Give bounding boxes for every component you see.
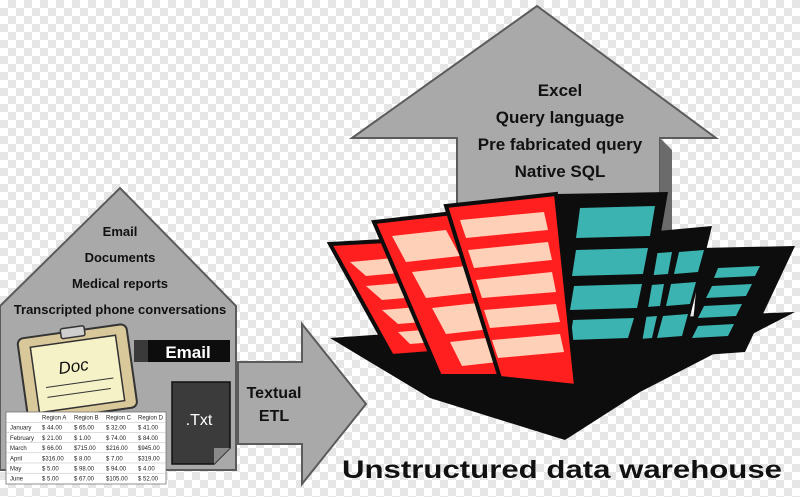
source-item: Documents	[85, 250, 156, 265]
spreadsheet-header-cell: Region C	[106, 416, 132, 422]
txt-file-label: .Txt	[186, 412, 213, 429]
spreadsheet-cell: $ 5.00	[42, 477, 59, 483]
email-bar	[134, 340, 230, 362]
spreadsheet-cell: $ 44.00	[42, 426, 63, 432]
spreadsheet-cell: $ 52.00	[138, 477, 159, 483]
spreadsheet-cell: March	[10, 446, 27, 452]
spreadsheet-cell: $216.00	[106, 446, 128, 452]
query-up-arrow	[348, 4, 720, 240]
etl-arrow	[237, 321, 368, 487]
email-bar-label: Email	[165, 343, 210, 362]
spreadsheet: Region A Region B Region C Region D January $…	[5, 411, 167, 485]
doc-label: Doc	[57, 355, 90, 378]
warehouse-title: Unstructured data warehouse	[342, 456, 782, 484]
building-center-dark	[556, 192, 668, 380]
spreadsheet-cell: February	[10, 436, 34, 442]
spreadsheet-header-cell: Region D	[138, 416, 164, 422]
spreadsheet-cell: June	[10, 477, 24, 483]
spreadsheet-header-cell: Region B	[74, 416, 99, 422]
spreadsheet-cell: $ 74.00	[106, 436, 127, 442]
spreadsheet-cell: $ 8.00	[74, 456, 91, 462]
spreadsheet-cell: $105.00	[106, 477, 128, 483]
spreadsheet-cell: $ 5.00	[42, 467, 59, 473]
spreadsheet-cell: $ 32.00	[106, 426, 127, 432]
spreadsheet-cell: $ 94.00	[106, 467, 127, 473]
spreadsheet-cell: $319.00	[138, 456, 160, 462]
spreadsheet-cell: $ 1.00	[74, 436, 91, 442]
up-arrow-item: Pre fabricated query	[478, 135, 643, 154]
source-item: Medical reports	[72, 276, 168, 291]
spreadsheet-cell: $ 65.00	[74, 426, 95, 432]
txt-file-icon	[171, 381, 231, 465]
spreadsheet-cell: $715.00	[74, 446, 96, 452]
spreadsheet-cell: $ 84.00	[138, 436, 159, 442]
source-item: Transcripted phone conversations	[14, 302, 226, 317]
warehouse-buildings	[326, 191, 795, 440]
doc-clipboard-icon	[16, 323, 138, 423]
spreadsheet-cell: $ 66.00	[42, 446, 63, 452]
spreadsheet-cell: $ 98.00	[74, 467, 95, 473]
etl-label-line1: Textual	[247, 385, 302, 402]
spreadsheet-cell: $ 41.00	[138, 426, 159, 432]
spreadsheet-cell: April	[10, 456, 22, 462]
spreadsheet-header-cell: Region A	[42, 416, 66, 422]
spreadsheet-cell: $ 7.00	[106, 456, 123, 462]
building-red-front	[443, 191, 579, 389]
etl-label-line2: ETL	[259, 408, 289, 425]
building-right-far	[690, 246, 795, 356]
spreadsheet-cell: $316.00	[42, 456, 64, 462]
spreadsheet-cell: January	[10, 426, 31, 432]
spreadsheet-cell: $ 21.00	[42, 436, 63, 442]
spreadsheet-cell: $945.00	[138, 446, 160, 452]
up-arrow-item: Native SQL	[515, 162, 606, 181]
source-item: Email	[103, 224, 138, 239]
up-arrow-item: Query language	[496, 108, 624, 127]
up-arrow-item: Excel	[538, 81, 582, 100]
spreadsheet-cell: $ 67.00	[74, 477, 95, 483]
spreadsheet-cell: $ 4.00	[138, 467, 155, 473]
spreadsheet-cell: May	[10, 467, 21, 473]
